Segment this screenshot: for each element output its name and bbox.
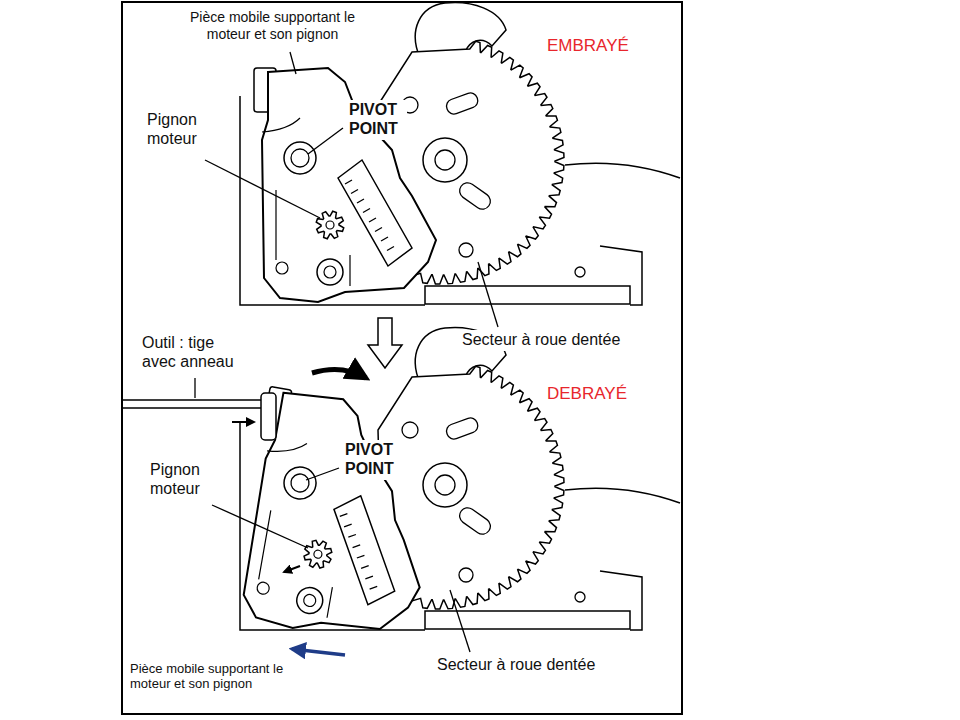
leader-line [450,590,470,652]
disengaged-panel [230,327,680,648]
pinion-arrow [284,566,300,572]
pull-arrow [232,421,254,423]
part-detail [262,118,350,286]
motor-pinion [316,211,343,238]
pivot-label: PIVOT POINT [343,440,403,480]
leader-line [306,468,339,480]
pinion-hub [326,221,334,229]
sector-hub [435,150,455,170]
sector-hole [402,422,418,438]
part-detail [240,437,356,618]
rack-teeth [345,180,394,251]
pinion-label: Pignon moteur [145,110,225,150]
part-body [262,68,436,302]
part-label: Pièce mobile supportant le moteur et son… [128,660,313,693]
pivot-pin [290,473,311,494]
leader-line [194,378,195,398]
engaged-panel [240,2,680,305]
motor-boss [324,266,336,278]
sector-hub [435,475,455,495]
pinion-hub [313,550,322,559]
sector-hub [423,463,467,507]
pinion-label: Pignon moteur [148,460,228,500]
motor-boss [317,259,343,285]
pivot-ring [281,464,318,501]
part-label: Pièce mobile supportant le moteur et son… [185,8,360,43]
rack-teeth [328,512,388,590]
sector-hole [459,568,473,582]
rack-slider [319,492,410,609]
pivot-label: PIVOT POINT [347,100,407,140]
sector-slot [456,505,493,538]
pivot-ring [284,142,316,174]
tool-label: Outil : tige avec anneau [140,333,245,373]
motor-pinion [302,538,334,570]
housing-hole [575,267,585,277]
leader-line [308,128,343,154]
leader-line [212,505,308,548]
pivot-pin [291,149,309,167]
motor-boss [303,594,317,608]
part-hole [256,581,270,595]
sector-slot [456,180,493,213]
moving-part [230,386,450,648]
moving-part [254,68,436,302]
tool-ring [261,393,276,440]
part-body [238,388,450,649]
sector-label: Secteur à roue dentée [460,330,622,351]
leader-line [290,52,296,74]
sector-label: Secteur à roue dentée [435,655,597,676]
leader-line [205,160,320,218]
housing-hole [575,592,585,602]
rack-slider [338,160,412,266]
sector-hub [423,138,467,182]
sector-slot [445,91,480,116]
frame [122,2,682,714]
state-label: DEBRAYÉ [545,383,629,405]
transition-arrow [368,318,402,368]
leader-line [478,262,498,327]
sector-hole [459,243,473,257]
base-plate [425,286,630,304]
base-plate [425,611,630,629]
state-label: EMBRAYÉ [545,35,631,57]
rotation-arrow [312,369,366,378]
motor-boss [295,585,325,615]
tool-rod [122,400,262,408]
shift-arrow [292,649,345,655]
part-hole [276,262,288,274]
sector-slot [445,416,480,441]
